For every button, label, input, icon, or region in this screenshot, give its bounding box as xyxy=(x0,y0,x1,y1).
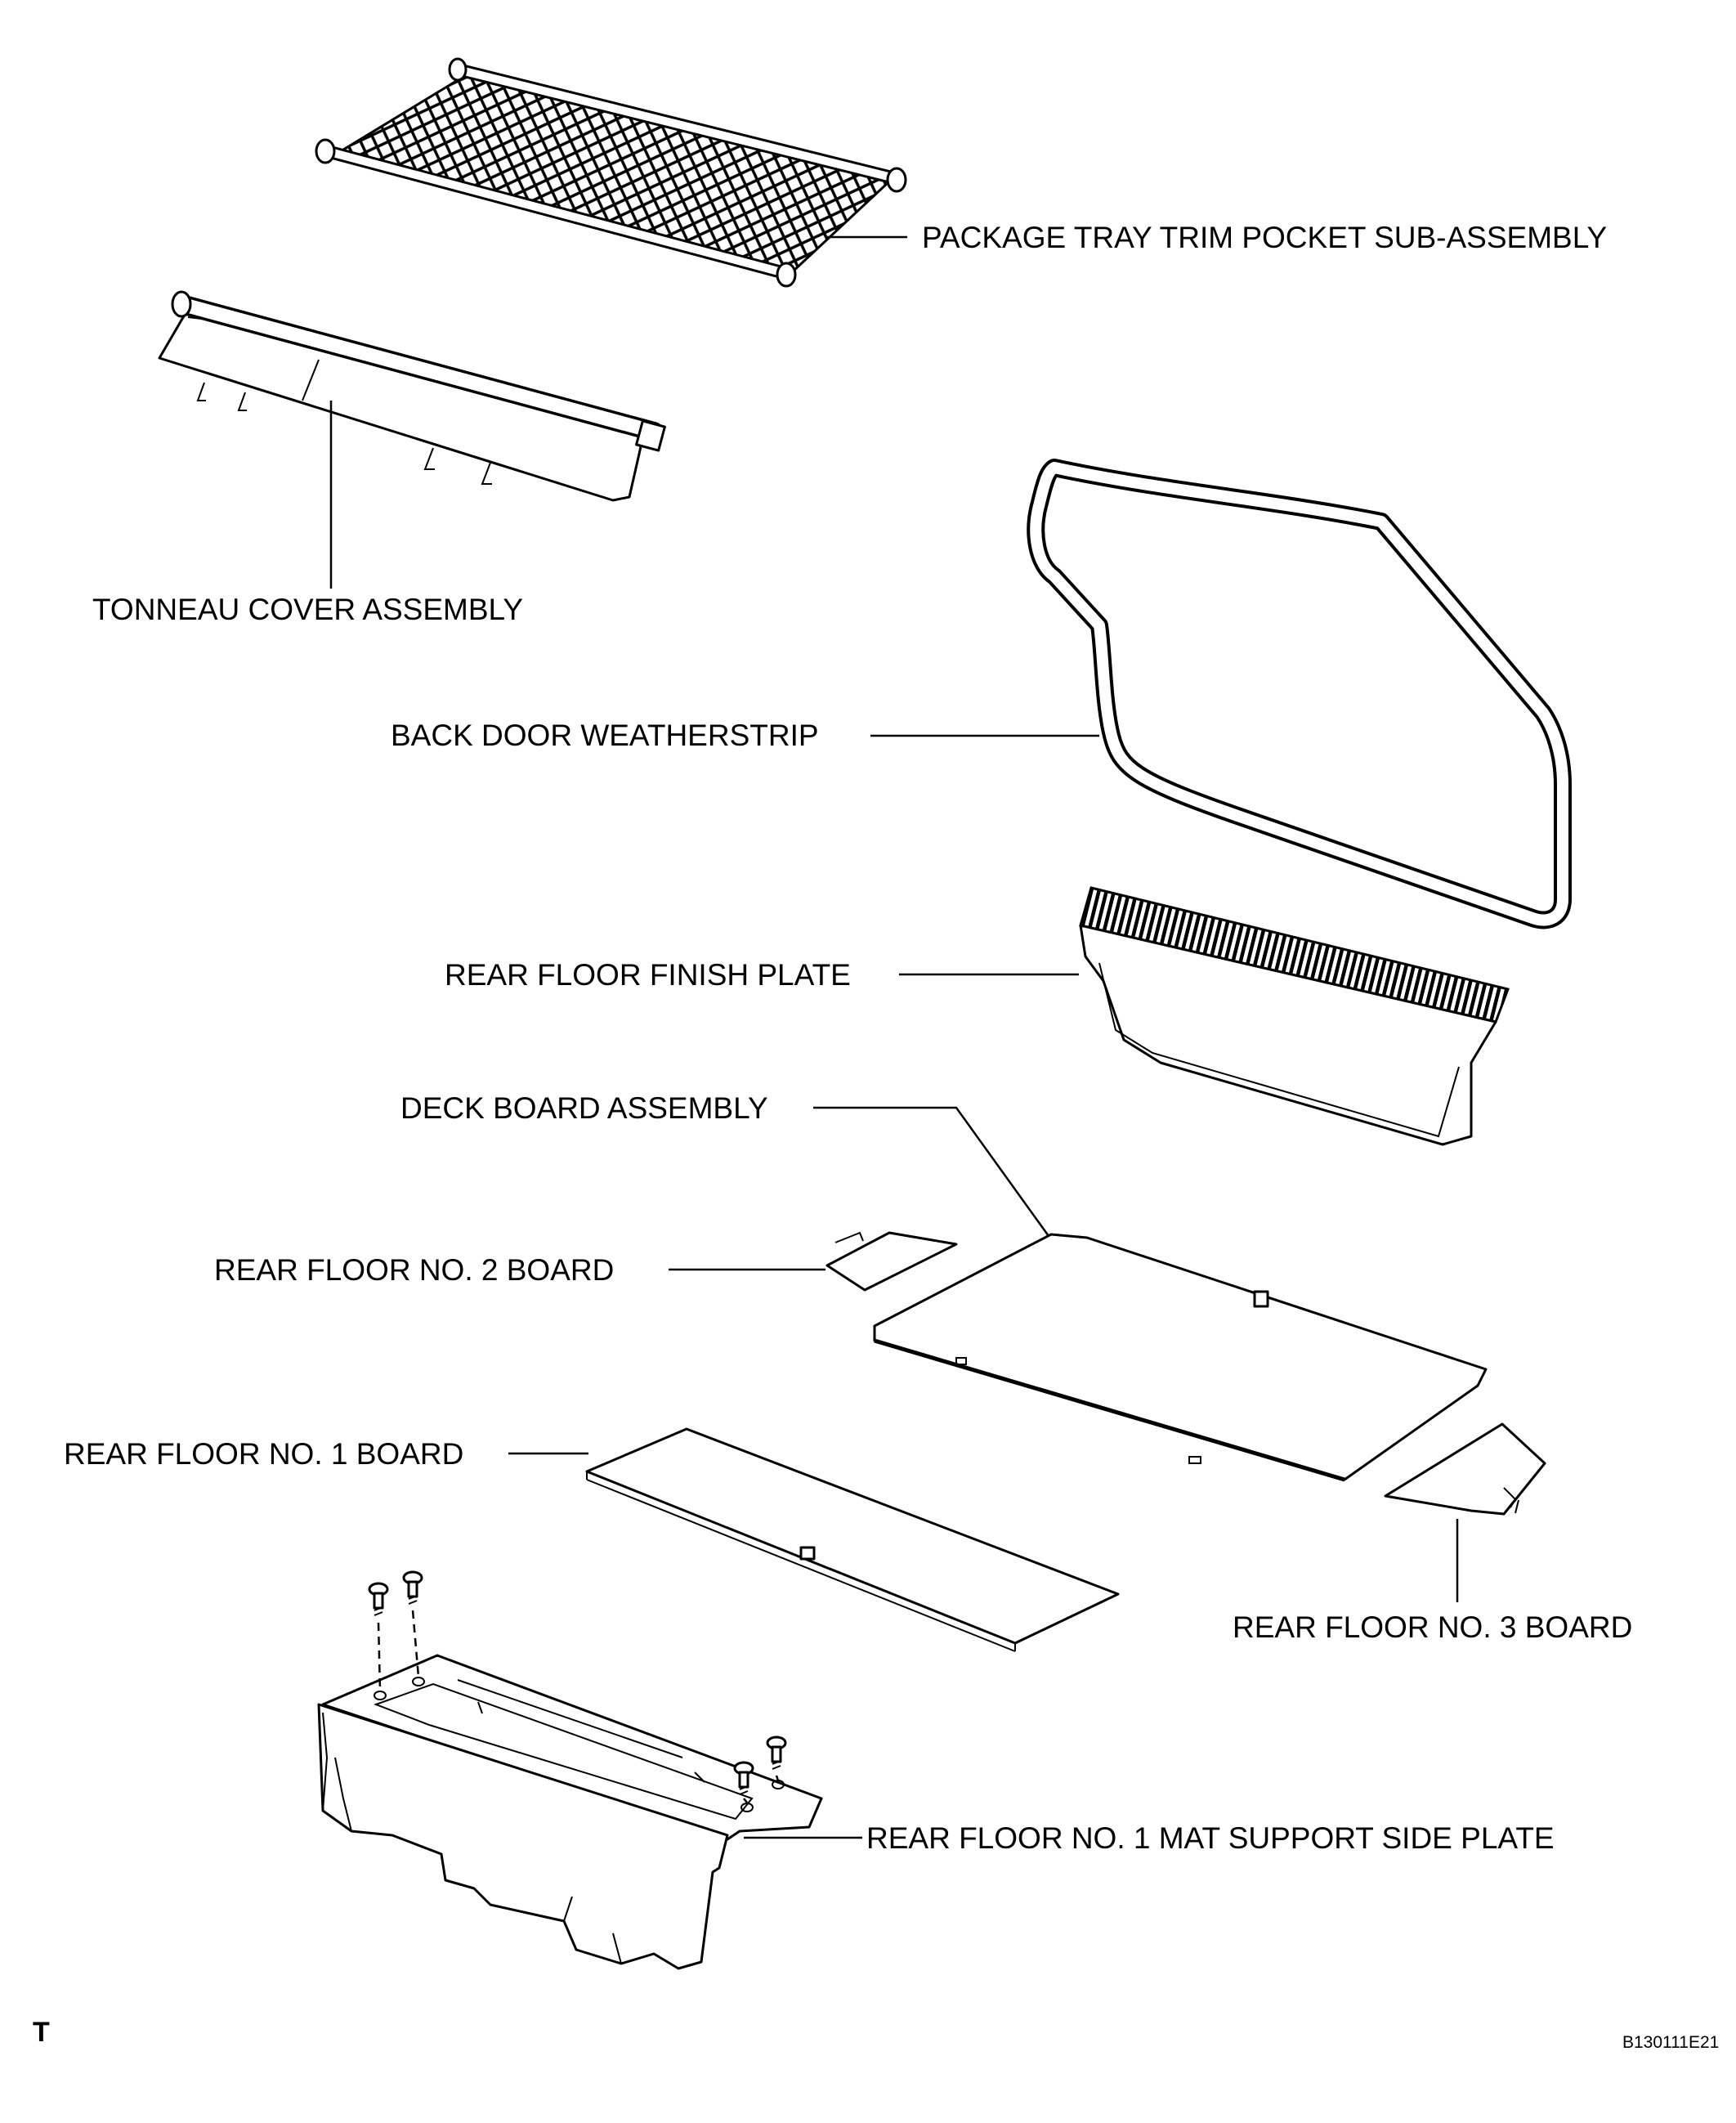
label-deck-board: DECK BOARD ASSEMBLY xyxy=(400,1091,768,1125)
label-rear-floor-finish-plate: REAR FLOOR FINISH PLATE xyxy=(445,958,851,992)
screw-icons xyxy=(368,1570,787,1803)
screw-icon xyxy=(733,1761,754,1795)
label-rear-floor-no1-board: REAR FLOOR NO. 1 BOARD xyxy=(64,1437,463,1471)
package-tray-trim-pocket-part xyxy=(315,57,907,288)
screw-icon xyxy=(766,1736,787,1770)
label-tonneau-cover: TONNEAU COVER ASSEMBLY xyxy=(92,593,523,626)
figure-code: B130111E21 xyxy=(1622,2033,1719,2052)
rear-floor-finish-plate-part xyxy=(1079,886,1510,1146)
screw-icon xyxy=(368,1582,389,1616)
corner-mark: T xyxy=(33,2017,50,2048)
rear-floor-no2-board-part xyxy=(825,1231,958,1292)
screw-icon xyxy=(402,1570,423,1605)
callout-labels: PACKAGE TRAY TRIM POCKET SUB-ASSEMBLY TO… xyxy=(64,221,1632,1855)
label-mat-support-side-plate: REAR FLOOR NO. 1 MAT SUPPORT SIDE PLATE xyxy=(866,1821,1555,1855)
rear-floor-no1-board-part xyxy=(585,1427,1120,1652)
label-package-tray: PACKAGE TRAY TRIM POCKET SUB-ASSEMBLY xyxy=(922,221,1607,254)
tonneau-cover-part xyxy=(158,290,666,502)
deck-board-part xyxy=(873,1233,1488,1482)
rear-floor-no1-mat-support-part xyxy=(317,1654,823,1970)
rear-floor-no3-board-part xyxy=(1384,1422,1546,1516)
leader-lines xyxy=(329,235,1459,1839)
label-rear-floor-no2-board: REAR FLOOR NO. 2 BOARD xyxy=(214,1253,614,1287)
back-door-weatherstrip-part xyxy=(1027,459,1572,929)
label-rear-floor-no3-board: REAR FLOOR NO. 3 BOARD xyxy=(1233,1610,1632,1644)
label-back-door-weatherstrip: BACK DOOR WEATHERSTRIP xyxy=(391,719,819,752)
